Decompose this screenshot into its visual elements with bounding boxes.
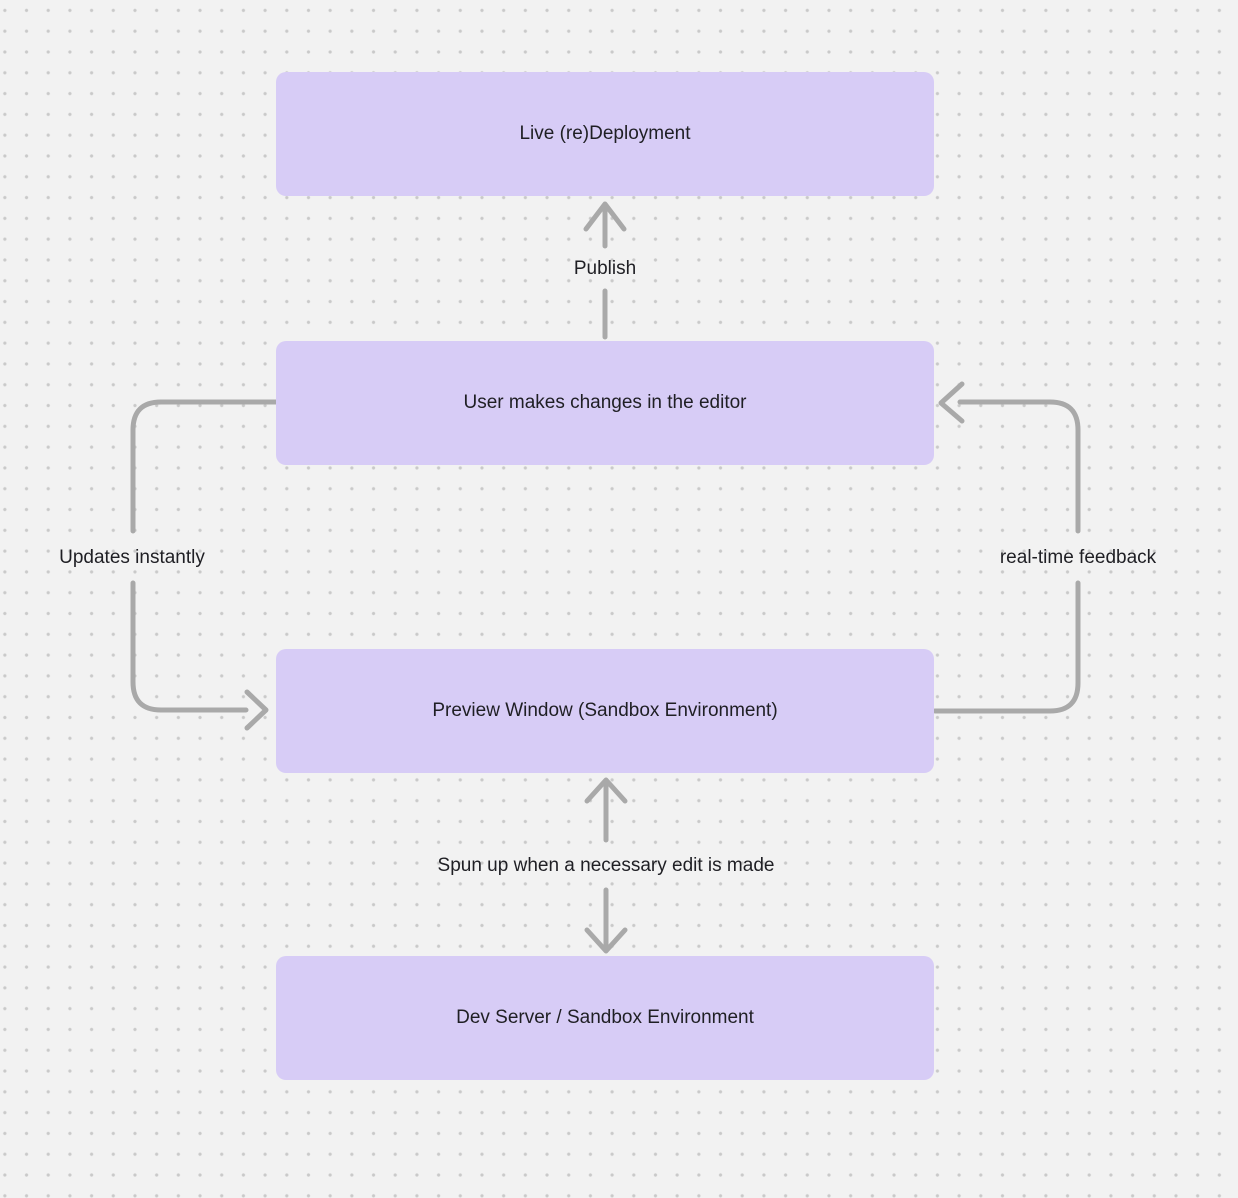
node-dev-server[interactable]: Dev Server / Sandbox Environment	[276, 956, 934, 1080]
edge-spun-up[interactable]	[584, 777, 628, 954]
node-user-editor-changes[interactable]: User makes changes in the editor	[276, 341, 934, 465]
node-preview-window[interactable]: Preview Window (Sandbox Environment)	[276, 649, 934, 773]
spunup-arrowhead-down	[584, 927, 628, 954]
edge-real-time-feedback[interactable]	[932, 381, 1081, 714]
edge-label-real-time-feedback[interactable]: real-time feedback	[999, 547, 1157, 568]
edge-label-publish[interactable]: Publish	[573, 258, 637, 279]
publish-arrowhead-up	[583, 201, 627, 232]
node-user-editor-changes-label: User makes changes in the editor	[463, 391, 747, 413]
feedback-arrow-lower	[932, 580, 1081, 714]
node-dev-server-label: Dev Server / Sandbox Environment	[456, 1006, 754, 1028]
edge-label-spun-up[interactable]: Spun up when a necessary edit is made	[437, 855, 775, 876]
spunup-arrowhead-up	[584, 777, 628, 804]
node-live-redeployment[interactable]: Live (re)Deployment	[276, 72, 934, 196]
feedback-arrowhead-left	[938, 381, 965, 424]
feedback-arrow-upper	[957, 399, 1081, 534]
edge-updates-instantly[interactable]	[130, 399, 279, 731]
node-live-redeployment-label: Live (re)Deployment	[519, 122, 691, 144]
edge-label-updates-instantly[interactable]: Updates instantly	[59, 547, 205, 568]
updates-arrow-lower	[130, 580, 249, 713]
edge-publish[interactable]	[583, 201, 627, 340]
node-preview-window-label: Preview Window (Sandbox Environment)	[432, 699, 778, 721]
updates-arrowhead-right	[244, 689, 269, 731]
updates-arrow-upper	[130, 399, 279, 534]
